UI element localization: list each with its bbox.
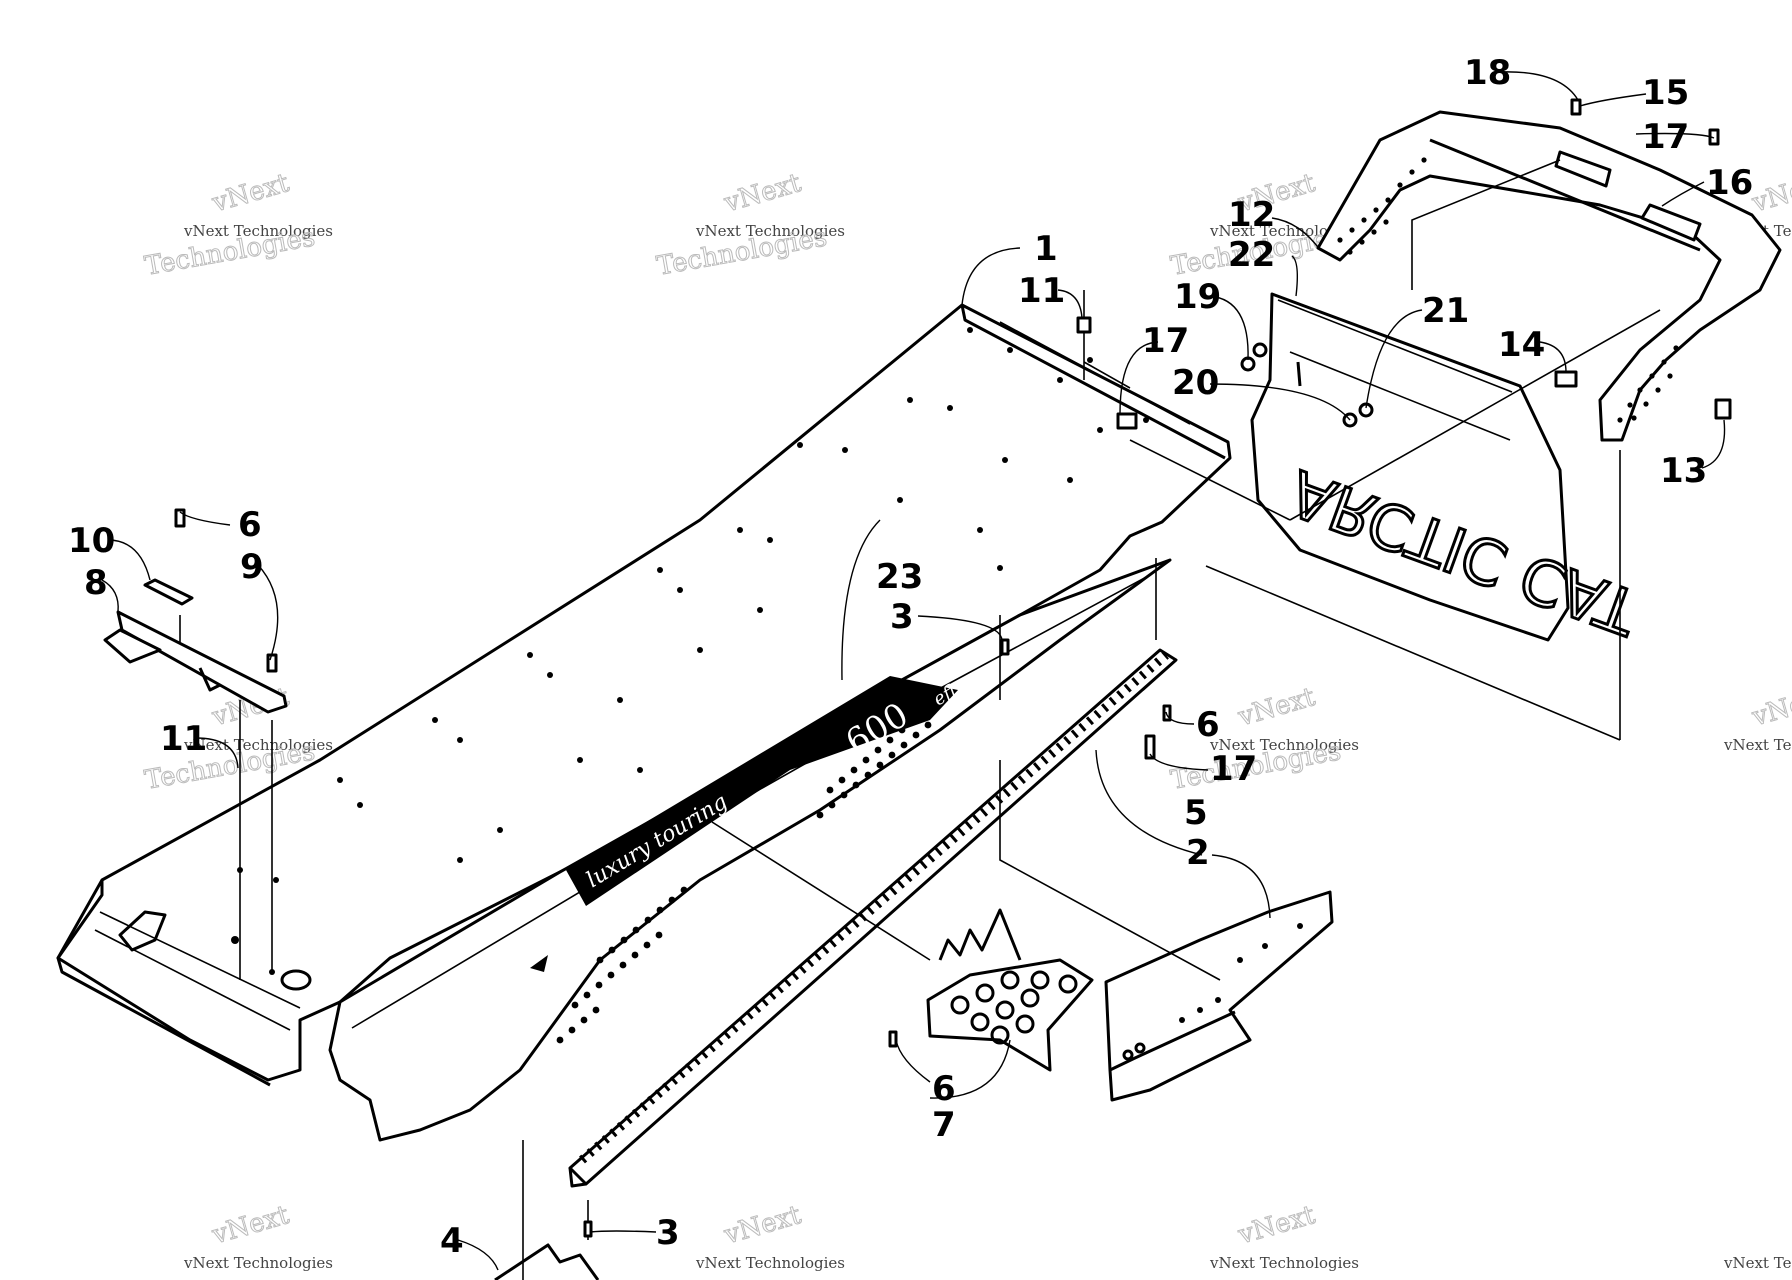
callout-22: 22 [1228, 235, 1275, 275]
callout-6: 6 [1196, 705, 1220, 745]
svg-text:vNext: vNext [1748, 682, 1792, 733]
fastener-3b [583, 1220, 593, 1238]
front-bracket-part [103, 578, 288, 714]
bracket-4-part [494, 1243, 600, 1280]
callout-17: 17 [1210, 749, 1257, 789]
callout-5: 5 [1184, 793, 1208, 833]
fastener-3 [1000, 638, 1010, 656]
callout-3: 3 [656, 1213, 680, 1253]
screw-18 [1570, 98, 1582, 116]
callout-20: 20 [1172, 363, 1219, 403]
callout-18: 18 [1464, 53, 1511, 93]
clip-13 [1714, 398, 1732, 420]
callout-leaders [101, 71, 1726, 1271]
fastener-6 [174, 508, 186, 528]
callout-13: 13 [1660, 451, 1707, 491]
svg-text:vNext Technologies: vNext Technologies [1209, 736, 1359, 754]
watermark: vNext vNext Technologies Technologies [654, 168, 845, 283]
svg-text:vNext: vNext [1234, 682, 1319, 733]
assembly-lines [179, 159, 1661, 1280]
deck-holes [231, 327, 1149, 975]
nut-11 [1076, 316, 1092, 334]
callout-7: 7 [932, 1105, 956, 1145]
tunnel-part [56, 303, 1232, 1142]
callout-3: 3 [890, 597, 914, 637]
watermark: vNext vNext Technologies Technologies [142, 168, 333, 283]
callout-9: 9 [240, 547, 264, 587]
fastener-6c [888, 1030, 898, 1048]
clip-14 [1554, 370, 1578, 388]
svg-text:vNext: vNext [1234, 1200, 1319, 1251]
svg-text:vNext: vNext [720, 1200, 805, 1251]
bumper-perforations [1337, 157, 1679, 423]
screw-17a [1116, 412, 1138, 430]
callout-10: 10 [68, 521, 115, 561]
footrest-part [926, 908, 1094, 1072]
svg-text:vNext: vNext [1748, 168, 1792, 219]
watermark: vNext vNext Technologies [695, 1200, 845, 1272]
fastener-9 [266, 653, 278, 673]
callout-21: 21 [1422, 291, 1469, 331]
svg-text:vNext Technologies: vNext Technologies [183, 736, 333, 754]
callout-2: 2 [1186, 833, 1210, 873]
callout-17: 17 [1142, 321, 1189, 361]
side-perforations [556, 696, 942, 1044]
svg-text:vNext Technologies: vNext Technologies [1723, 736, 1792, 754]
callout-17: 17 [1642, 117, 1689, 157]
callout-6: 6 [238, 505, 262, 545]
fastener-6b [1162, 704, 1172, 722]
callout-1: 1 [1034, 229, 1058, 269]
svg-text:vNext Technologies: vNext Technologies [1723, 1254, 1792, 1272]
callout-6: 6 [932, 1069, 956, 1109]
svg-text:vNext: vNext [208, 168, 293, 219]
callout-23: 23 [876, 557, 923, 597]
callout-8: 8 [84, 563, 108, 603]
arrow-marker [530, 955, 548, 972]
svg-text:vNext Technologies: vNext Technologies [183, 222, 333, 240]
svg-text:vNext Technologies: vNext Technologies [1209, 222, 1359, 240]
svg-text:vNext Technologies: vNext Technologies [183, 1254, 333, 1272]
nut-19 [1252, 342, 1268, 358]
watermark: vNext vNext Technologies [1209, 1200, 1359, 1272]
watermark: vNext vNext Technologies [1723, 682, 1792, 754]
snowflap-part: ARCTIC CAT [1250, 292, 1649, 651]
rear-bumper-part [1316, 110, 1782, 442]
svg-text:vNext: vNext [720, 168, 805, 219]
side-plate-part [1104, 890, 1334, 1102]
rail-part [568, 648, 1178, 1188]
svg-text:vNext Technologies: vNext Technologies [1209, 1254, 1359, 1272]
callout-11: 11 [1018, 271, 1065, 311]
svg-text:vNext Technologies: vNext Technologies [695, 1254, 845, 1272]
screw-17b [1144, 734, 1156, 760]
callout-labels: 1 2 3 3 4 5 6 6 6 7 8 9 10 11 11 12 13 1… [68, 53, 1753, 1261]
svg-text:vNext: vNext [208, 1200, 293, 1251]
callout-19: 19 [1174, 277, 1221, 317]
watermark: vNext vNext Technologies [183, 1200, 333, 1272]
callout-12: 12 [1228, 195, 1275, 235]
svg-text:vNext Technologies: vNext Technologies [695, 222, 845, 240]
callout-16: 16 [1706, 163, 1753, 203]
callout-15: 15 [1642, 73, 1689, 113]
callout-4: 4 [440, 1221, 464, 1261]
callout-11: 11 [160, 719, 207, 759]
watermark: vNext Technologies [1723, 1254, 1792, 1272]
callout-14: 14 [1498, 325, 1545, 365]
